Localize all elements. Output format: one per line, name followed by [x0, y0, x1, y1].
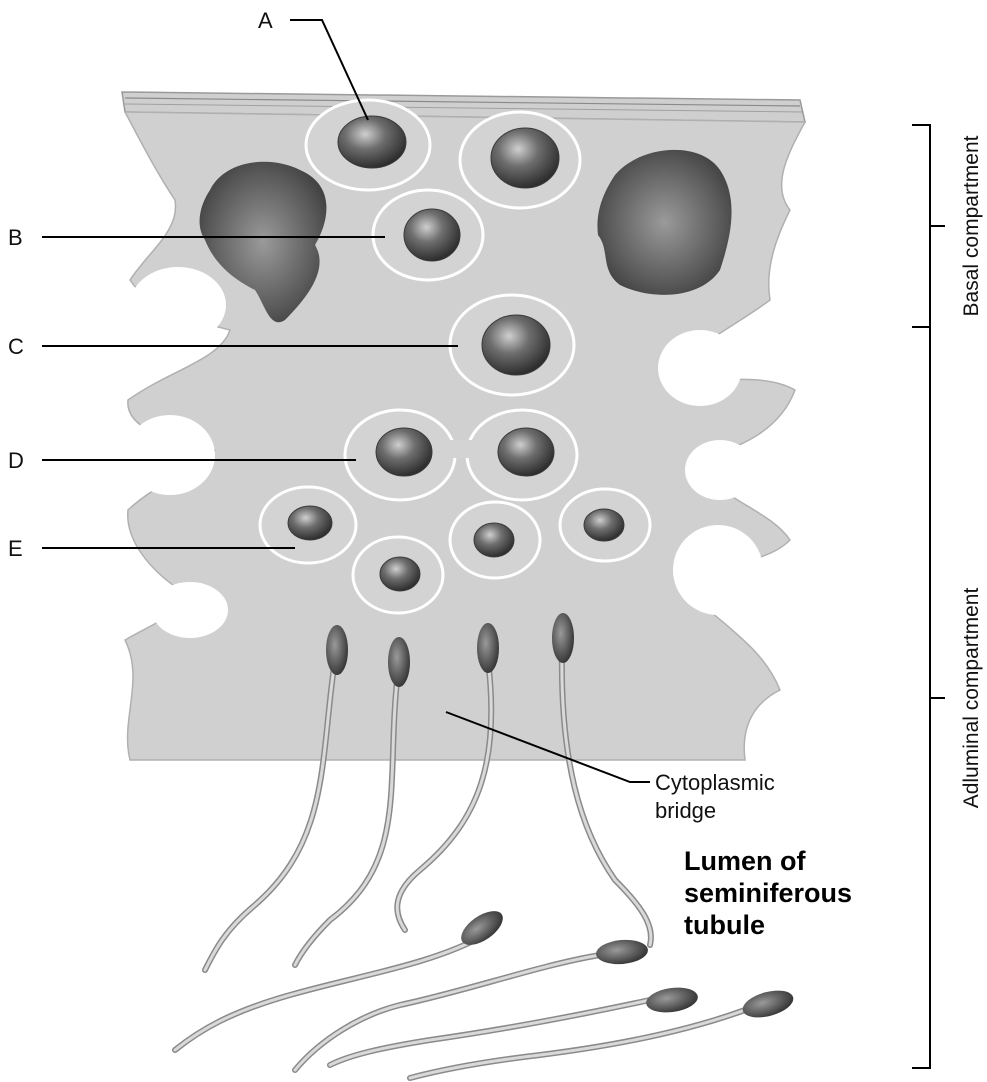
label-d: D	[8, 448, 24, 473]
germ-cell-c	[450, 295, 574, 395]
germ-cell-a2	[460, 112, 580, 208]
cytoplasmic-bridge-label-line1: Cytoplasmic	[655, 770, 775, 795]
basal-compartment-bracket	[912, 125, 945, 327]
germ-cell-d-left	[345, 410, 455, 500]
germ-cell-e3	[450, 502, 540, 578]
label-e: E	[8, 536, 23, 561]
adluminal-compartment-label: Adluminal compartment	[960, 588, 983, 809]
germ-cell-a	[306, 100, 430, 190]
intercellular-bridge-d	[445, 440, 485, 458]
lumen-label-line2: seminiferous	[684, 878, 852, 908]
label-b: B	[8, 225, 23, 250]
spermatozoon-3	[330, 984, 699, 1065]
germ-cell-e2	[353, 537, 443, 613]
basal-compartment-label: Basal compartment	[960, 135, 983, 316]
germ-cell-e1	[260, 487, 356, 563]
cytoplasmic-bridge-label-line2: bridge	[655, 798, 716, 823]
spermatozoon-2	[295, 938, 649, 1070]
lumen-label-line3: tubule	[684, 910, 765, 940]
germ-cell-b	[373, 190, 483, 280]
adluminal-compartment-bracket	[912, 327, 945, 1068]
label-c: C	[8, 334, 24, 359]
lumen-label-line1: Lumen of	[684, 846, 806, 876]
germ-cell-e4	[560, 489, 650, 561]
label-a: A	[258, 8, 273, 33]
